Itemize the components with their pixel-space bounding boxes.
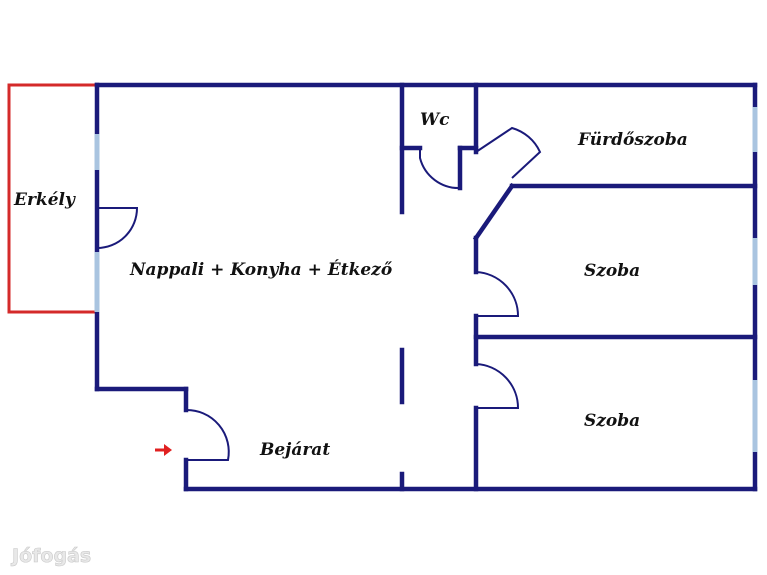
room-label-balcony: Erkély [13, 190, 76, 210]
windows [94, 107, 758, 452]
brand-watermark: Jófogás [10, 545, 91, 567]
room-label-room-2: Szoba [584, 411, 640, 431]
doors [96, 126, 542, 461]
room-label-room-1: Szoba [584, 261, 640, 281]
room-label-entrance: Bejárat [259, 440, 330, 460]
interior-walls [399, 82, 758, 492]
balcony-outline [7, 83, 97, 314]
entrance-arrow-icon [155, 444, 172, 456]
room-label-wc: Wc [420, 110, 450, 130]
room-label-bathroom: Fürdőszoba [577, 130, 688, 150]
room-label-living: Nappali + Konyha + Étkező [129, 259, 393, 280]
